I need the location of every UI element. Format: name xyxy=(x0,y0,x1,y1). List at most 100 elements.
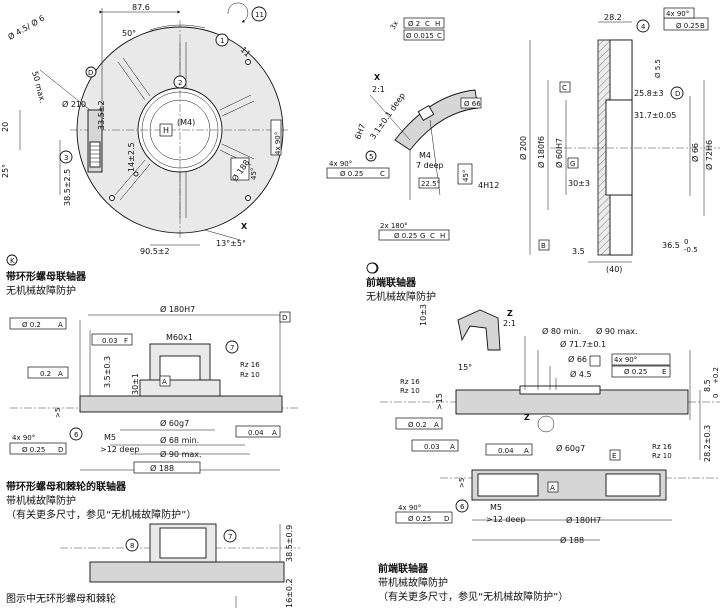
st-60h7: Ø 60H7 xyxy=(554,138,564,168)
dx-h1: H xyxy=(435,20,440,28)
label-k: K xyxy=(10,257,15,265)
mid-right-section xyxy=(380,309,720,461)
mr-10: 10±3 xyxy=(419,304,428,326)
mr-4-5: Ø 4.5 xyxy=(570,369,592,379)
mid-left-labels: Ø 0.2 A Ø 180H7 D 0.03 F M60x1 0.2 A 3.5… xyxy=(12,304,287,473)
captions-top xyxy=(366,262,378,274)
mr-tol-dn: 0 xyxy=(712,394,720,398)
ml-rz16: Rz 16 xyxy=(240,361,260,369)
st-66: Ø 66 xyxy=(690,143,700,162)
side-view-top-labels: 28.2 4x 90° Ø 0.25 B Ø 5.5 25.8±3 D 31.7… xyxy=(518,10,714,274)
mr-z-mark: Z xyxy=(524,413,530,422)
st-28-2: 28.2 xyxy=(604,13,622,22)
caption-bottom-right-title: 前端联轴器 xyxy=(378,562,429,575)
mr-15deg: 15° xyxy=(458,363,472,372)
coupling-flange-mid xyxy=(79,395,283,413)
dx-4h12: 4H12 xyxy=(478,181,499,190)
label-x: X xyxy=(241,222,248,231)
caption-top-right-title: 前端联轴器 xyxy=(366,276,417,289)
mr-e2: E xyxy=(612,452,616,460)
ml-m60: M60x1 xyxy=(166,333,193,342)
bl-16: 16±0.2 xyxy=(285,578,294,608)
dim-25deg: 25° xyxy=(1,164,10,178)
ml-30: 30±1 xyxy=(131,373,140,395)
ml-90: Ø 90 max. xyxy=(160,449,202,459)
detail-x-view xyxy=(326,17,482,274)
caption-bottom-left-note: 图示中无环形螺母和棘轮 xyxy=(6,592,116,605)
ml-gt5: >5 xyxy=(54,408,62,418)
st-3-5: 3.5 xyxy=(572,247,585,256)
caption-bottom-right-sub1: 带机械故障防护 xyxy=(378,576,448,589)
label-m4: (M4) xyxy=(177,118,195,127)
ml-180h7: Ø 180H7 xyxy=(160,304,195,314)
dim-14: 14±2.5 xyxy=(127,142,136,172)
detail-x-title: X xyxy=(374,73,381,82)
caption-top-right-sub: 无机械故障防护 xyxy=(366,290,436,303)
ml-3-5: 3.5±0.3 xyxy=(103,356,112,388)
st-b1: B xyxy=(700,22,705,30)
ml-m5: M5 xyxy=(104,433,116,442)
ml-f: F xyxy=(124,337,128,345)
dim-38-5: 38.5±2.5 xyxy=(63,169,72,206)
mr-02: Ø 0.2 xyxy=(408,421,427,429)
callout-6b: 6 xyxy=(460,503,465,511)
dx-025b: Ø 0.25 xyxy=(394,232,417,240)
ml-a2: A xyxy=(58,370,63,378)
dim-13deg: 13°±5° xyxy=(216,239,246,248)
caption-top-left-title: 带环形螺母联轴器 xyxy=(6,270,87,283)
mr-gt15: >15 xyxy=(435,393,444,410)
bottom-left-labels: 38.5±0.9 16±0.2 8 7 xyxy=(130,525,294,608)
br-gt5: >5 xyxy=(458,478,466,488)
dx-6h7: 6H7 xyxy=(353,122,367,140)
br-d: D xyxy=(444,515,449,523)
st-25-8: 25.8±3 xyxy=(634,89,664,98)
st-tol-up: 0 xyxy=(684,238,688,246)
br-12deep: >12 deep xyxy=(486,515,525,524)
callout-3: 3 xyxy=(64,154,68,162)
dx-025: Ø 0.25 xyxy=(340,170,363,178)
mr-003: 0.03 xyxy=(424,443,440,451)
mr-28-2: 28.2±0.3 xyxy=(703,425,712,462)
dim-45deg: 45° xyxy=(250,168,258,180)
dim-20: 20 xyxy=(1,122,10,132)
st-36-5: 36.5 xyxy=(662,241,680,250)
ml-a1: A xyxy=(58,321,63,329)
st-025: Ø 0.25 xyxy=(676,22,699,30)
st-31-7: 31.7±0.05 xyxy=(634,111,676,120)
side-view-top xyxy=(529,7,720,263)
ml-02: Ø 0.2 xyxy=(22,321,41,329)
ml-4x90: 4x 90° xyxy=(12,434,35,442)
dx-3x: 3x xyxy=(389,20,400,31)
br-m5: M5 xyxy=(490,503,502,512)
bottom-right-section xyxy=(395,469,720,541)
mr-z-scale: 2:1 xyxy=(503,319,516,328)
mr-e1: E xyxy=(662,368,666,376)
mr-rz10b: Rz 10 xyxy=(652,452,672,460)
dim-4x90: 4x 90° xyxy=(274,132,282,155)
br-188: Ø 188 xyxy=(560,535,584,545)
dim-hole: Ø 4.5/ Ø 6 xyxy=(6,13,46,42)
ml-003: 0.03 xyxy=(102,337,118,345)
mid-left-section xyxy=(9,311,300,474)
caption-bottom-right-sub2: （有关更多尺寸，参见“无机械故障防护”） xyxy=(378,590,568,603)
ml-68: Ø 68 min. xyxy=(160,435,199,445)
ml-d1: D xyxy=(282,314,287,322)
mr-80: Ø 80 min. xyxy=(542,326,581,336)
br-025: Ø 0.25 xyxy=(408,515,431,523)
ml-a4: A xyxy=(272,429,277,437)
caption-mid-left-sub2: （有关更多尺寸，参见“无机械故障防护”） xyxy=(6,508,196,521)
mr-tol-up: +0.2 xyxy=(712,367,720,384)
dim-210: Ø 210 xyxy=(62,99,86,109)
st-30: 30±3 xyxy=(568,179,590,188)
mr-rz10a: Rz 10 xyxy=(400,387,420,395)
dx-m4: M4 xyxy=(419,151,431,160)
callout-5: 5 xyxy=(369,153,373,161)
dx-7deep: 7 deep xyxy=(416,161,444,170)
ml-a3: A xyxy=(162,378,167,386)
ml-rz10: Rz 10 xyxy=(240,371,260,379)
dx-d2: Ø 2 xyxy=(408,20,420,28)
st-40: (40) xyxy=(606,265,622,274)
callout-6: 6 xyxy=(74,431,79,439)
mr-rz16a: Rz 16 xyxy=(400,378,420,386)
st-180f6: Ø 180f6 xyxy=(536,136,546,168)
